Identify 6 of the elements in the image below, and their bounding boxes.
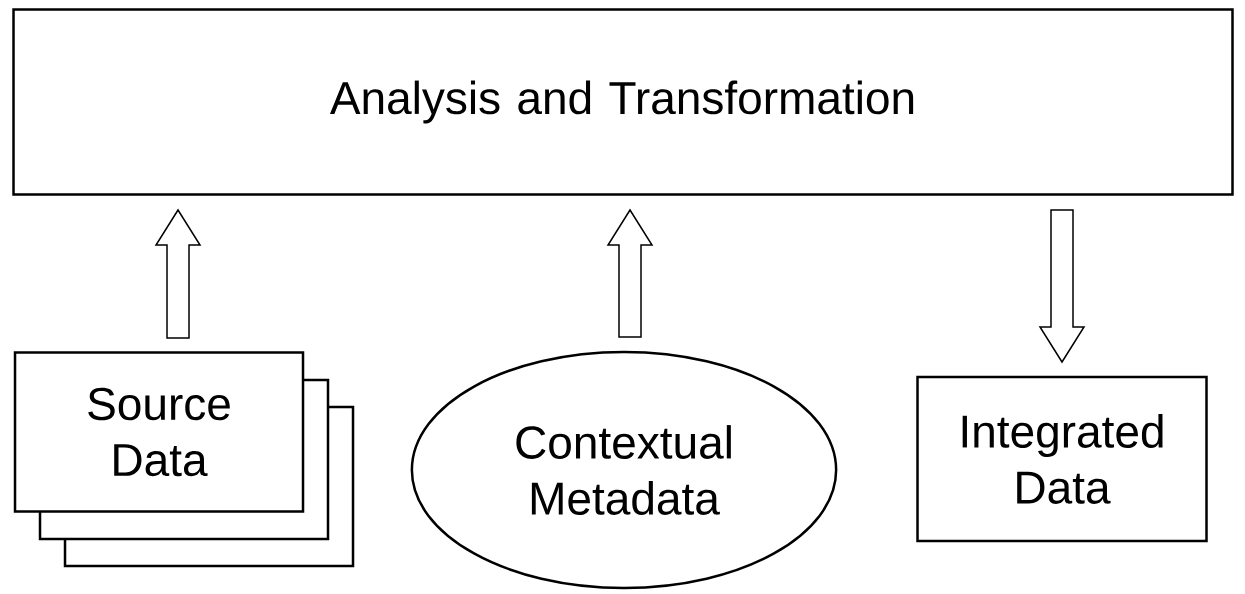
process-box: Analysis and Transformation [12, 8, 1234, 196]
block-arrow [606, 208, 654, 338]
block-arrow [154, 208, 202, 339]
process-box: Integrated Data [916, 375, 1208, 543]
block-arrow [1038, 209, 1086, 364]
document-stack: Source Data [13, 351, 355, 568]
